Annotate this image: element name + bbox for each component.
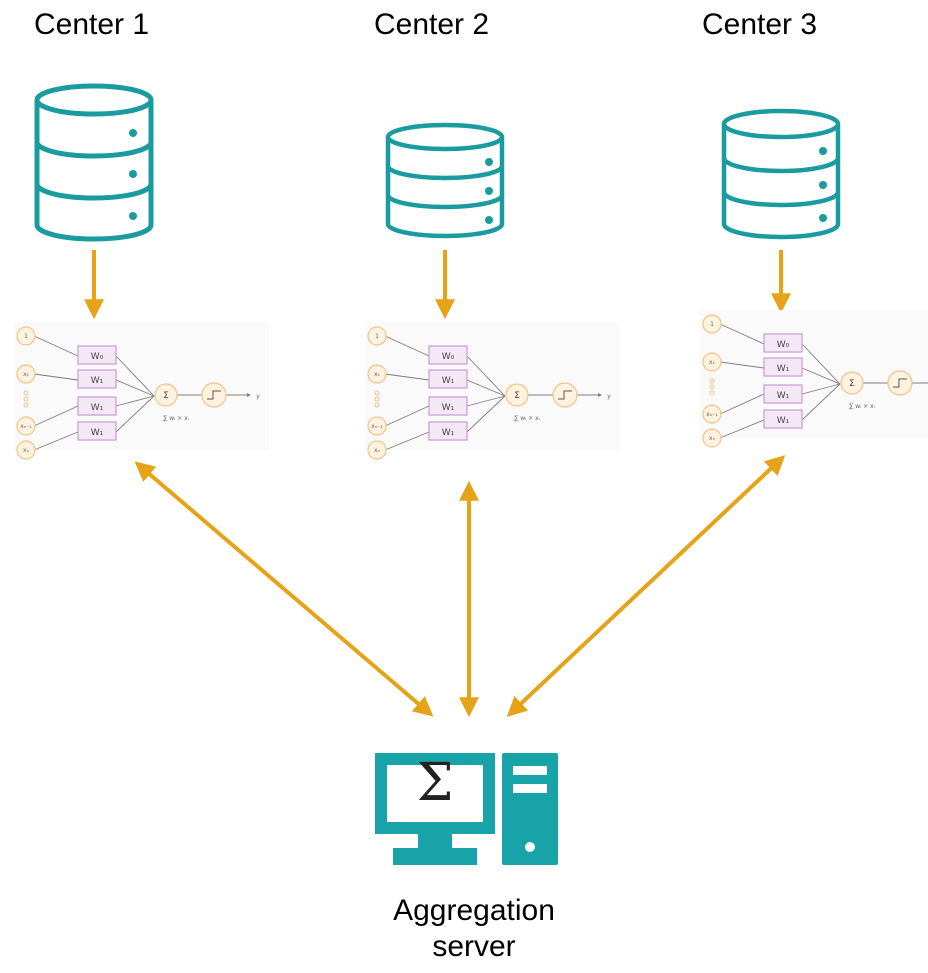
- weight-label: W₁: [442, 428, 455, 438]
- sum-node-label: Σ: [163, 391, 169, 401]
- weight-label: W₀: [777, 340, 790, 350]
- sum-node-label: Σ: [849, 379, 855, 389]
- sum-formula: ∑ wᵢ × xᵢ: [163, 415, 188, 422]
- input-node-label: 1: [24, 333, 28, 340]
- input-node-label: xₙ: [709, 435, 716, 442]
- center-2-label: Center 2: [374, 8, 490, 41]
- center-1-label: Center 1: [34, 8, 150, 41]
- sum-formula: ∑ wᵢ × xᵢ: [514, 415, 539, 422]
- server-computer-icon: [375, 753, 558, 865]
- input-node-label: xₙ₋₁: [20, 423, 32, 430]
- weight-label: W₁: [777, 364, 790, 374]
- input-node-label: xₙ: [23, 447, 30, 454]
- input-node-label: xₙ₋₁: [371, 423, 383, 430]
- output-label: y: [607, 393, 611, 400]
- input-node-label: xₙ₋₁: [706, 411, 718, 418]
- sum-formula: ∑ wᵢ × xᵢ: [849, 403, 874, 410]
- weight-label: W₁: [442, 403, 455, 413]
- input-node-label: 1: [375, 333, 379, 340]
- weight-label: W₀: [442, 352, 455, 362]
- center-3-label: Center 3: [702, 8, 818, 41]
- sigma-symbol: Σ: [417, 753, 454, 813]
- data-flow-arrows: [84, 250, 791, 320]
- input-node-label: x₁: [23, 371, 30, 378]
- aggregation-arrows: [134, 455, 786, 718]
- input-node-label: 1: [710, 321, 714, 328]
- weight-label: W₁: [777, 391, 790, 401]
- weight-label: W₁: [442, 376, 455, 386]
- weight-label: W₀: [91, 352, 104, 362]
- input-node-label: x₁: [374, 371, 381, 378]
- weight-label: W₁: [91, 428, 104, 438]
- input-node-label: xₙ: [374, 447, 381, 454]
- database-icon: [34, 83, 154, 242]
- weight-label: W₁: [91, 403, 104, 413]
- weight-label: W₁: [91, 376, 104, 386]
- output-label: y: [256, 393, 260, 400]
- input-node-label: x₁: [709, 359, 716, 366]
- database-icon: [385, 122, 505, 239]
- aggregation-server-label: Aggregation server: [393, 894, 555, 963]
- weight-label: W₁: [777, 416, 790, 426]
- database-icon: [721, 108, 841, 240]
- sum-node-label: Σ: [514, 391, 520, 401]
